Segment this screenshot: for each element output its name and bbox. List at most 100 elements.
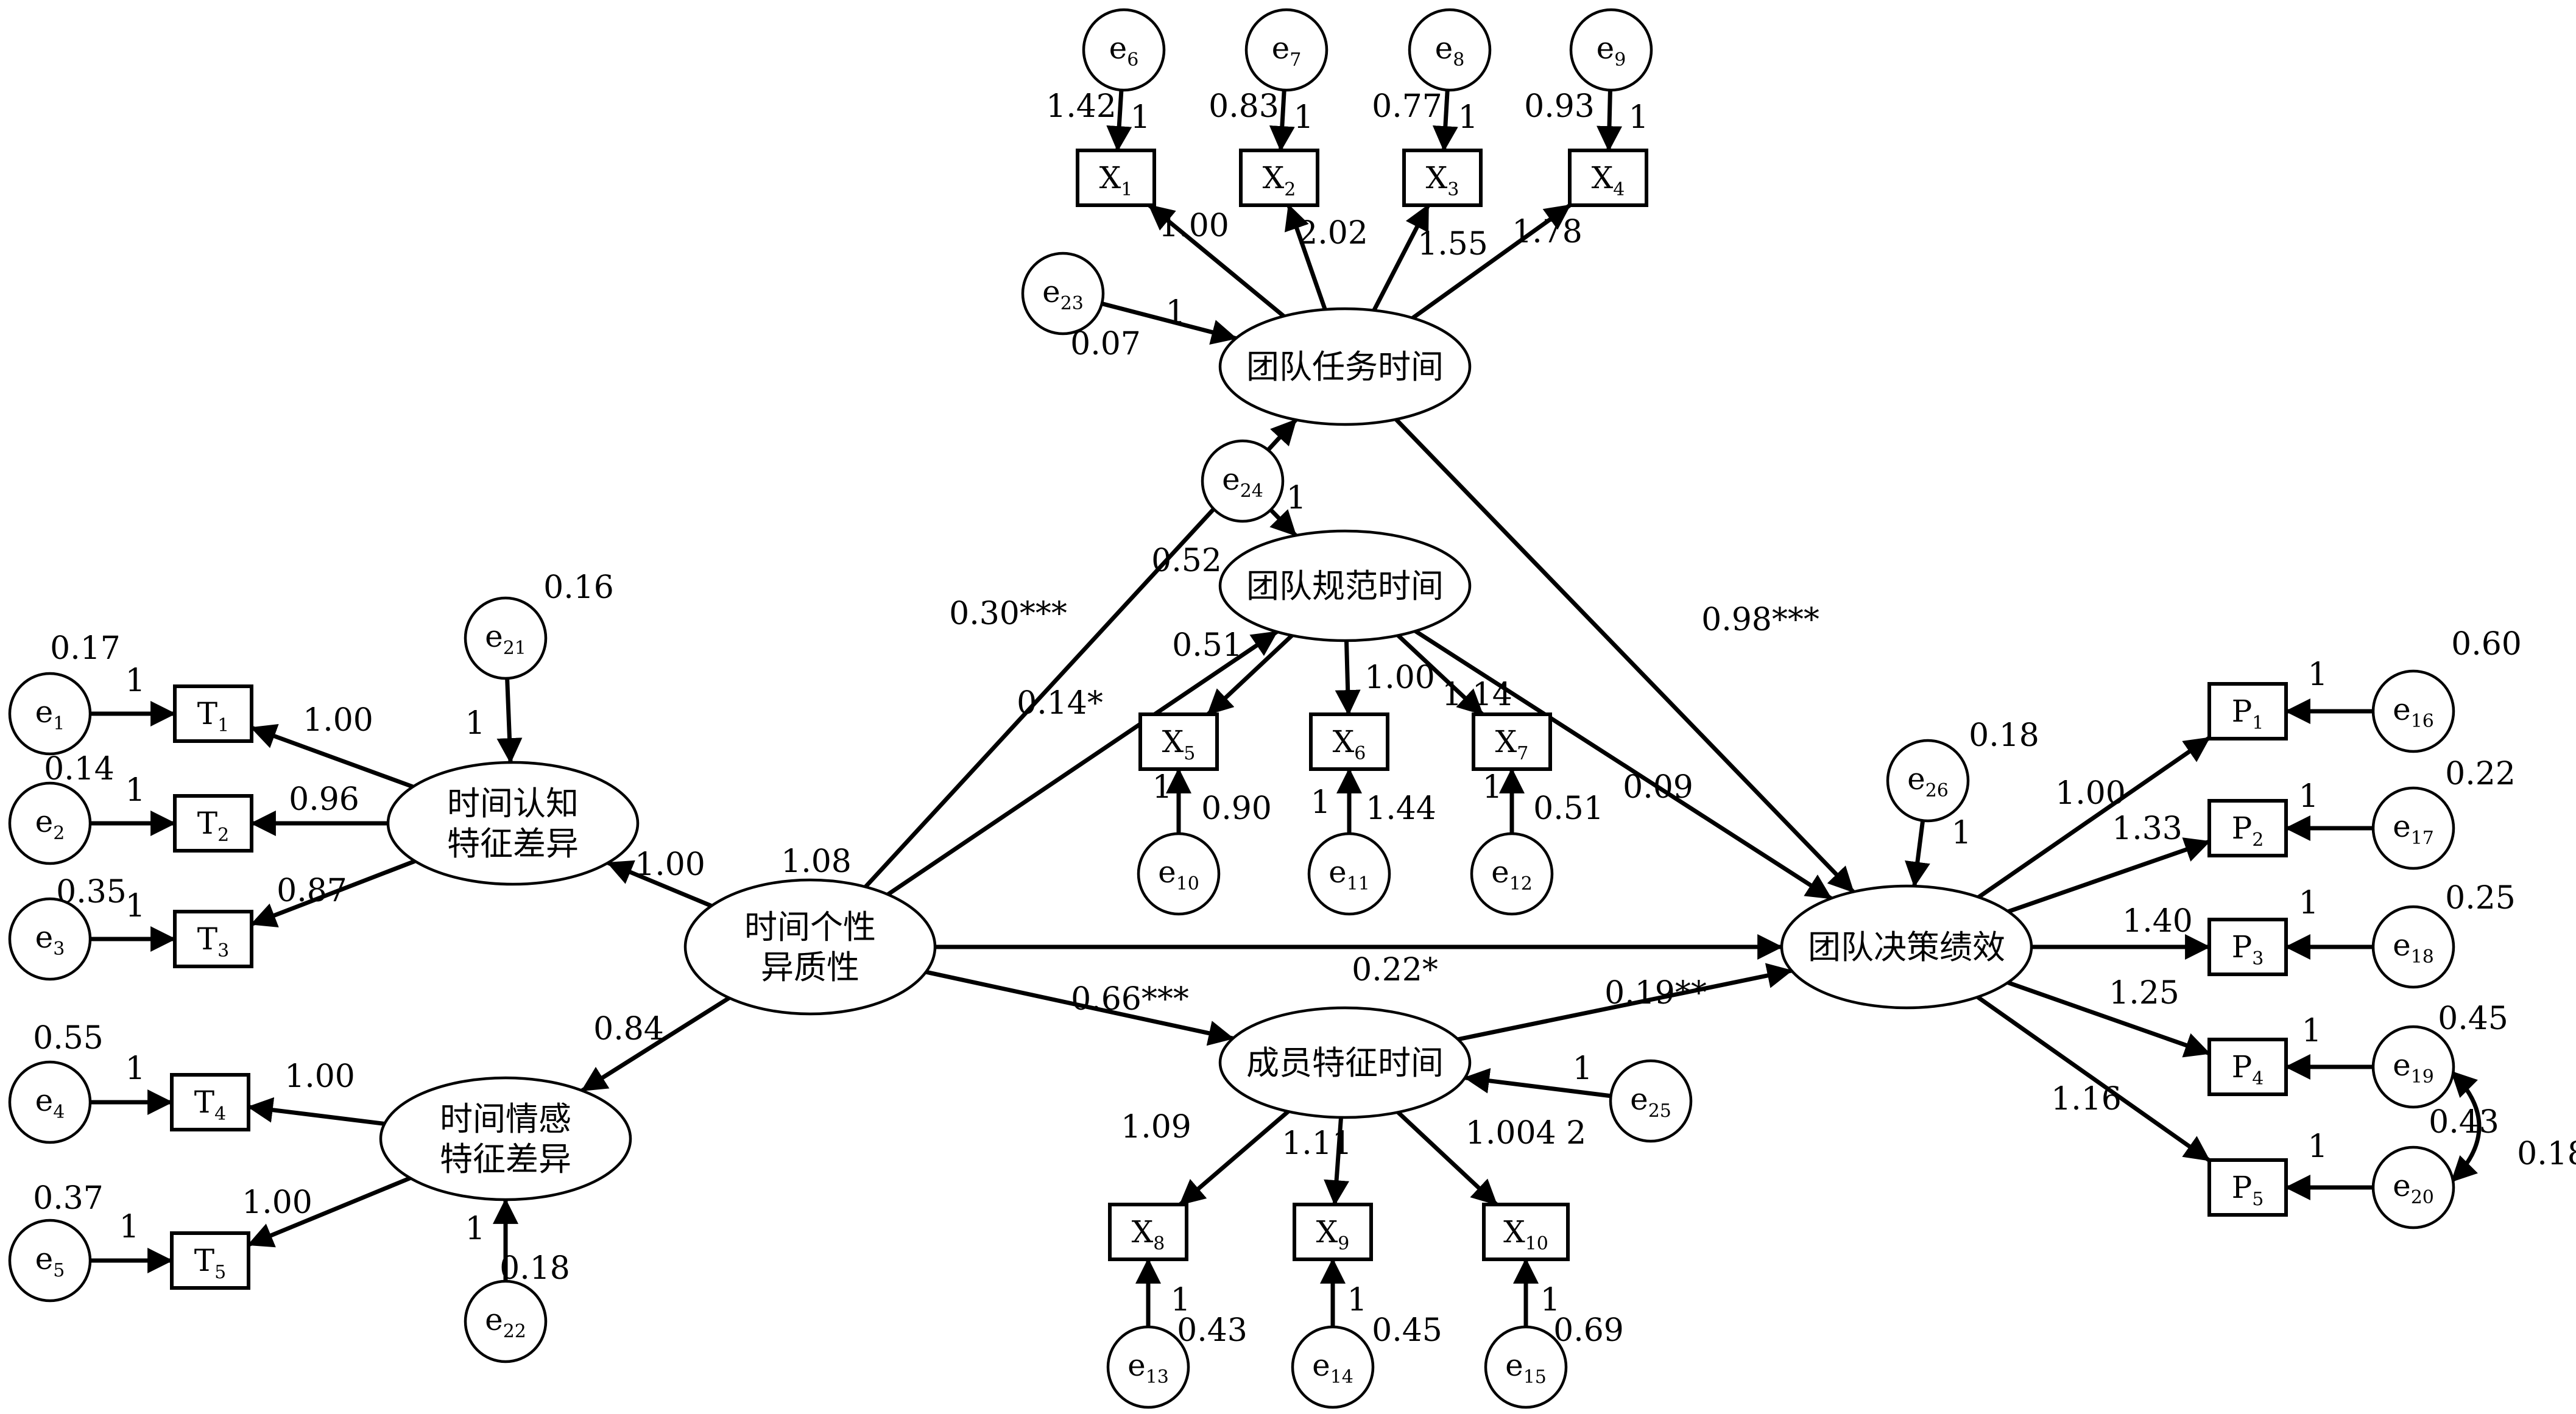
latent-emo-label: 特征差异 [440,1140,571,1178]
error-e12: e12 [1470,832,1554,916]
observed-X7-letter: X [1495,724,1517,759]
observed-T2: T2 [173,794,253,853]
observed-P4: P4 [2207,1038,2288,1096]
error-e26: e26 [1886,739,1970,823]
observed-T1-index: 1 [217,715,229,736]
error-e12-index: 12 [1509,873,1533,895]
observed-X10: X10 [1482,1203,1570,1261]
arrow-member-to-X8 [1179,1110,1290,1206]
arrow-e21-to-cog [496,678,523,764]
error-e25: e25 [1609,1059,1693,1143]
coef-norm-x7: 1.14 [1442,677,1512,713]
observed-X6-index: 6 [1354,743,1366,764]
latent-cog-label: 特征差异 [447,825,579,863]
coef-e18-var: 0.25 [2445,880,2516,916]
coef-perf-p3: 1.40 [2122,903,2193,940]
error-e12-letter: e [1491,854,1509,890]
coef-e26-one: 1 [1951,815,1971,851]
latent-norm-label: 团队规范时间 [1246,567,1444,605]
observed-X9-index: 9 [1338,1233,1349,1254]
arrow-task-to-X4 [1411,203,1572,320]
latent-hetero-label: 异质性 [761,948,859,987]
coef-e12-one: 1 [1482,769,1502,806]
coef-e12-var: 0.51 [1533,790,1604,827]
error-e25-index: 25 [1648,1100,1671,1122]
svg-text:e13: e13 [1127,1348,1169,1388]
observed-P1-letter: P [2232,694,2253,729]
coef-e9-one: 1 [1628,99,1648,136]
svg-text:e21: e21 [485,619,526,659]
svg-text:X4: X4 [1592,160,1625,200]
svg-text:e25: e25 [1630,1082,1671,1122]
arrow-norm-to-X6 [1335,640,1361,716]
svg-text:P2: P2 [2232,811,2264,851]
coef-cog-t2: 0.96 [289,781,359,818]
arrow-e26-to-perf [1905,820,1930,888]
coef-cov-e19-e20: 0.43 [2429,1104,2499,1141]
coef-e1-var: 0.17 [50,630,121,667]
coef-norm-x5: 0.51 [1172,627,1243,664]
coef-e7-var: 0.83 [1209,88,1279,125]
observed-T5: T5 [170,1231,250,1290]
coef-e10-one: 1 [1152,769,1172,806]
svg-text:P4: P4 [2232,1049,2264,1089]
svg-text:T1: T1 [197,696,229,736]
arrow-cog-to-T1 [250,724,414,789]
svg-text:X6: X6 [1333,724,1366,764]
error-e24-letter: e [1222,462,1240,497]
observed-P2-index: 2 [2252,829,2264,851]
observed-X2-index: 2 [1284,179,1296,200]
coef-e19-var: 0.45 [2438,1001,2508,1037]
coef-e4-one: 1 [125,1050,145,1087]
error-e4-index: 4 [53,1102,65,1123]
coef-e20-var: 0.18 [2517,1136,2576,1172]
coef-e14-one: 1 [1347,1282,1367,1318]
error-e19-index: 19 [2411,1066,2434,1088]
coef-e11-var: 1.44 [1366,790,1436,827]
coef-cog-t3: 0.87 [277,873,347,909]
error-e1-index: 1 [53,713,65,734]
coef-member-x8: 1.09 [1121,1109,1191,1145]
error-e24-index: 24 [1240,480,1263,502]
observed-X3-index: 3 [1447,179,1459,200]
observed-X2: X2 [1239,149,1319,207]
error-e23-letter: e [1042,274,1060,309]
svg-text:e24: e24 [1222,462,1263,502]
arrow-perf-to-P5 [1976,995,2211,1163]
observed-P4-letter: P [2232,1049,2253,1085]
coef-e16-var: 0.60 [2451,626,2522,663]
observed-P1: P1 [2207,682,2288,740]
coef-emo-t5: 1.00 [242,1184,312,1221]
svg-text:e3: e3 [35,920,65,960]
observed-P2-letter: P [2232,811,2253,846]
coef-emo-t4: 1.00 [284,1058,355,1095]
error-e14: e14 [1291,1325,1375,1409]
error-e9: e9 [1569,8,1653,92]
coef-e11-one: 1 [1310,784,1330,821]
svg-text:e14: e14 [1312,1348,1353,1388]
observed-P1-index: 1 [2252,712,2264,734]
arrow-e6-to-X1 [1106,90,1132,152]
arrow-perf-to-P4 [2007,980,2211,1058]
svg-text:T3: T3 [197,921,229,962]
latent-norm: 团队规范时间 [1218,529,1472,642]
error-e4-letter: e [35,1083,54,1118]
arrow-norm-to-perf [1414,629,1833,901]
svg-text:e8: e8 [1435,30,1465,71]
coef-cog-t1: 1.00 [303,702,373,739]
error-e14-letter: e [1312,1348,1330,1383]
error-e13-letter: e [1127,1348,1146,1383]
error-e3-letter: e [35,920,54,955]
observed-P5-index: 5 [2252,1189,2264,1210]
arrow-emo-to-T4 [247,1097,385,1126]
error-e24: e24 [1201,439,1285,523]
error-e7-letter: e [1272,30,1290,66]
coef-e7-one: 1 [1293,99,1313,136]
coef-e3-one: 1 [125,888,145,924]
svg-text:P1: P1 [2232,694,2264,734]
latent-member-label: 成员特征时间 [1246,1044,1444,1082]
observed-X4-index: 4 [1613,179,1625,200]
error-e26-letter: e [1907,761,1925,797]
